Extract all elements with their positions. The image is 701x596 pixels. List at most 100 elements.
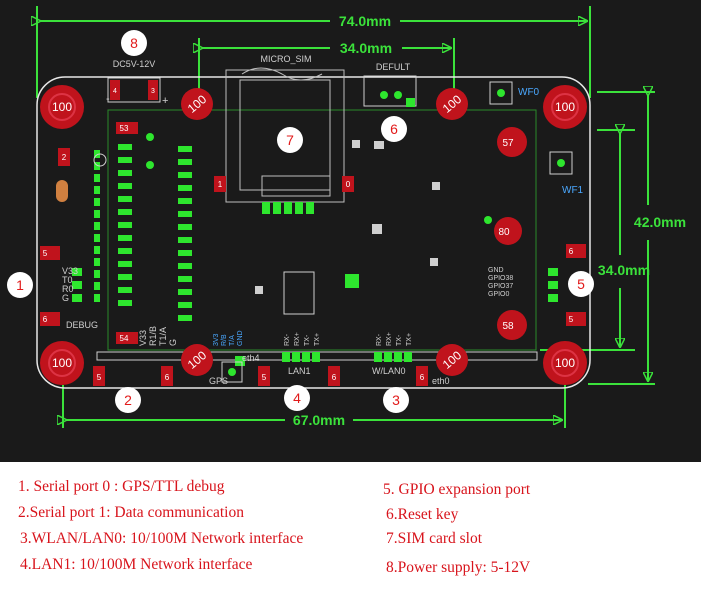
dc-jack: 4 3 xyxy=(107,77,161,103)
wlan0-label: W/LAN0 xyxy=(372,366,406,376)
pin-label: RX+ xyxy=(294,332,301,346)
pin-label: V33 xyxy=(62,266,78,276)
svg-text:2: 2 xyxy=(62,153,67,162)
pad-6-bottom-b: 6 xyxy=(328,366,340,386)
pin-label: TX- xyxy=(396,334,403,346)
svg-text:1: 1 xyxy=(218,180,223,189)
svg-text:57: 57 xyxy=(502,138,514,149)
legend-item-2: 2.Serial port 1: Data communication xyxy=(18,504,244,521)
svg-text:100: 100 xyxy=(555,356,575,370)
eth4-label: eth4 xyxy=(242,353,260,363)
pin-label: V33 xyxy=(138,330,148,346)
mount-hole-inner-br: 100 xyxy=(436,344,468,376)
pad-2-debug: 2 xyxy=(58,148,70,166)
svg-text:6: 6 xyxy=(43,315,48,324)
legend-item-8: 8.Power supply: 5-12V xyxy=(386,559,531,576)
pad-0-sim: 0 xyxy=(342,176,354,192)
gps-label: GPS xyxy=(209,376,228,386)
legend-item-4: 4.LAN1: 10/100M Network interface xyxy=(20,556,253,573)
sim-pads xyxy=(262,202,314,214)
svg-text:0: 0 xyxy=(346,180,351,189)
wlan0-pin-labels: RX-RX+TX-TX+ xyxy=(376,332,413,346)
micro-sim-label: MICRO_SIM xyxy=(260,54,311,64)
pin-label: RX+ xyxy=(386,332,393,346)
legend: 1. Serial port 0 : GPS/TTL debug 2.Seria… xyxy=(0,462,701,596)
pin-label: GND xyxy=(488,267,504,274)
legend-item-3: 3.WLAN/LAN0: 10/100M Network interface xyxy=(20,530,304,547)
legend-item-6: 6.Reset key xyxy=(386,506,459,523)
mount-hole-inner-tl: 100 xyxy=(181,88,213,120)
default-key-label: DEFULT xyxy=(376,62,411,72)
svg-text:5: 5 xyxy=(43,249,48,258)
pin-label: 3V3 xyxy=(213,333,220,346)
pad-5-bottom-b: 5 xyxy=(258,366,270,386)
pcb-diagram: 74.0mm 34.0mm 67.0mm 42.0mm 34.0mm MICRO… xyxy=(0,0,701,462)
pad-57: 57 xyxy=(497,127,527,157)
ethernet-headers xyxy=(282,352,412,362)
numbered-markers: 1 2 3 4 5 6 7 8 xyxy=(7,30,594,413)
svg-text:4: 4 xyxy=(113,88,117,95)
mount-hole-top-right: 100 xyxy=(543,85,587,129)
legend-item-1: 1. Serial port 0 : GPS/TTL debug xyxy=(18,478,225,495)
svg-text:6: 6 xyxy=(332,373,337,382)
pin-label: G xyxy=(62,293,69,303)
pin-label: GPIO38 xyxy=(488,275,513,282)
svg-text:2: 2 xyxy=(124,392,132,408)
svg-text:80: 80 xyxy=(498,227,510,238)
pad-6-bottom-c: 6 xyxy=(416,366,428,386)
svg-text:7: 7 xyxy=(286,132,294,148)
pin-label: TX+ xyxy=(406,333,413,346)
mount-hole-inner-bl: 100 xyxy=(181,344,213,376)
board-inner-trace xyxy=(107,109,537,351)
pin-label: RX- xyxy=(284,333,291,346)
svg-text:3: 3 xyxy=(392,392,400,408)
pin-label: R/B xyxy=(221,334,228,346)
marker-7: 7 xyxy=(277,127,303,153)
svg-text:6: 6 xyxy=(420,373,425,382)
svg-text:5: 5 xyxy=(97,373,102,382)
marker-4: 4 xyxy=(284,385,310,411)
mount-hole-bottom-left: 100 xyxy=(40,341,84,385)
pin-label: T1/A xyxy=(158,327,168,346)
mount-hole-bottom-right: 100 xyxy=(543,341,587,385)
pin-label: TX- xyxy=(304,334,311,346)
pin-label: T/A xyxy=(229,335,236,346)
pad-5-right: 5 xyxy=(566,312,586,326)
pin-label: G xyxy=(168,339,178,346)
svg-text:6: 6 xyxy=(165,373,170,382)
svg-text:5: 5 xyxy=(577,276,585,292)
lan1-pin-labels: RX-RX+TX-TX+ xyxy=(284,332,321,346)
svg-text:6: 6 xyxy=(569,247,574,256)
marker-3: 3 xyxy=(383,387,409,413)
pad-58: 58 xyxy=(497,310,527,340)
svg-text:5: 5 xyxy=(569,315,574,324)
marker-1: 1 xyxy=(7,272,33,298)
pad-6-right: 6 xyxy=(566,244,586,258)
pin-label: GND xyxy=(237,330,244,346)
eth0-label: eth0 xyxy=(432,376,450,386)
svg-text:8: 8 xyxy=(130,35,138,51)
svg-text:6: 6 xyxy=(390,121,398,137)
svg-text:54: 54 xyxy=(120,334,129,343)
dim-bottom-span: 67.0mm xyxy=(293,412,345,428)
debug-label: DEBUG xyxy=(66,320,98,330)
marker-8: 8 xyxy=(121,30,147,56)
svg-text:100: 100 xyxy=(52,356,72,370)
green-pin-columns xyxy=(94,144,192,321)
mount-hole-top-left: 100 xyxy=(40,85,84,129)
pin-label: TX+ xyxy=(314,333,321,346)
svg-text:4: 4 xyxy=(293,390,301,406)
pin-label: RX- xyxy=(376,333,383,346)
svg-text:58: 58 xyxy=(502,321,514,332)
dim-outer-width: 74.0mm xyxy=(339,13,391,29)
dim-right-height: 42.0mm xyxy=(634,214,686,230)
pin-label: T0 xyxy=(62,275,73,285)
legend-item-7: 7.SIM card slot xyxy=(386,530,483,547)
pin-label: GPIO0 xyxy=(488,291,510,298)
svg-text:5: 5 xyxy=(262,373,267,382)
pin-label: GPIO37 xyxy=(488,283,513,290)
